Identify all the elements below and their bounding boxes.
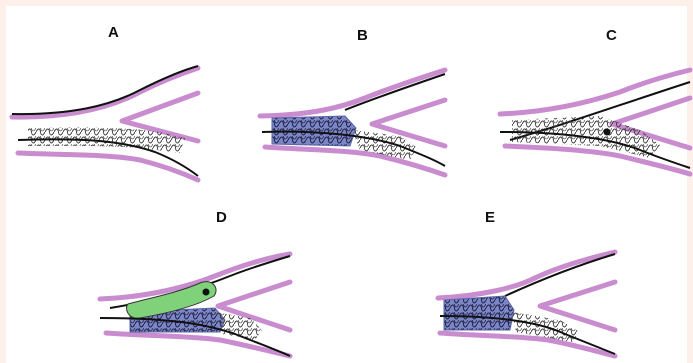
panel-label-d: D (216, 209, 227, 226)
panel-label-e: E (485, 209, 495, 226)
panel-label-a: A (108, 24, 119, 41)
panel-label-c: C (606, 27, 617, 44)
figure-card (6, 6, 687, 363)
panel-label-b: B (357, 27, 368, 44)
balloon-marker (203, 289, 210, 296)
wire-tip (604, 129, 611, 136)
deployed-stent (444, 296, 514, 330)
